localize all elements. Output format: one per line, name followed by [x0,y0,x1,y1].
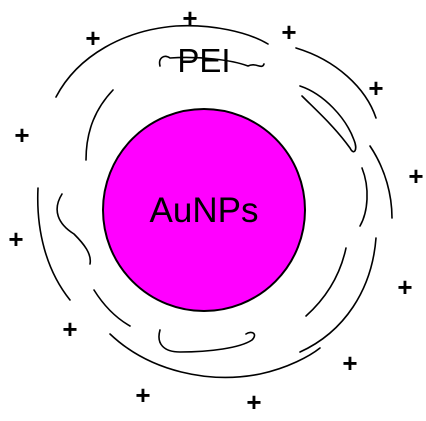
plus-sign: + [246,387,261,417]
pei-strand [300,86,356,152]
plus-sign: + [342,348,357,378]
pei-strand [296,48,376,118]
plus-sign: + [281,17,296,47]
pei-strand [57,194,90,264]
pei-strand [159,330,255,352]
pei-strand [110,334,320,377]
core-label: AuNPs [150,191,259,230]
plus-sign: + [397,272,412,302]
plus-sign: + [368,73,383,103]
plus-sign: + [62,314,77,344]
pei-strand [38,188,70,300]
pei-strand [370,146,392,218]
pei-strand [86,90,113,160]
plus-sign: + [135,380,150,410]
plus-sign: + [182,3,197,33]
plus-sign: + [408,161,423,191]
plus-sign: + [14,120,29,150]
pei-strand [94,290,130,326]
plus-sign: + [85,23,100,53]
pei-strand [360,168,367,226]
pei-strand [300,238,376,352]
pei-strand [306,248,346,316]
shell-label: PEI [177,42,230,79]
plus-sign: + [8,224,23,254]
